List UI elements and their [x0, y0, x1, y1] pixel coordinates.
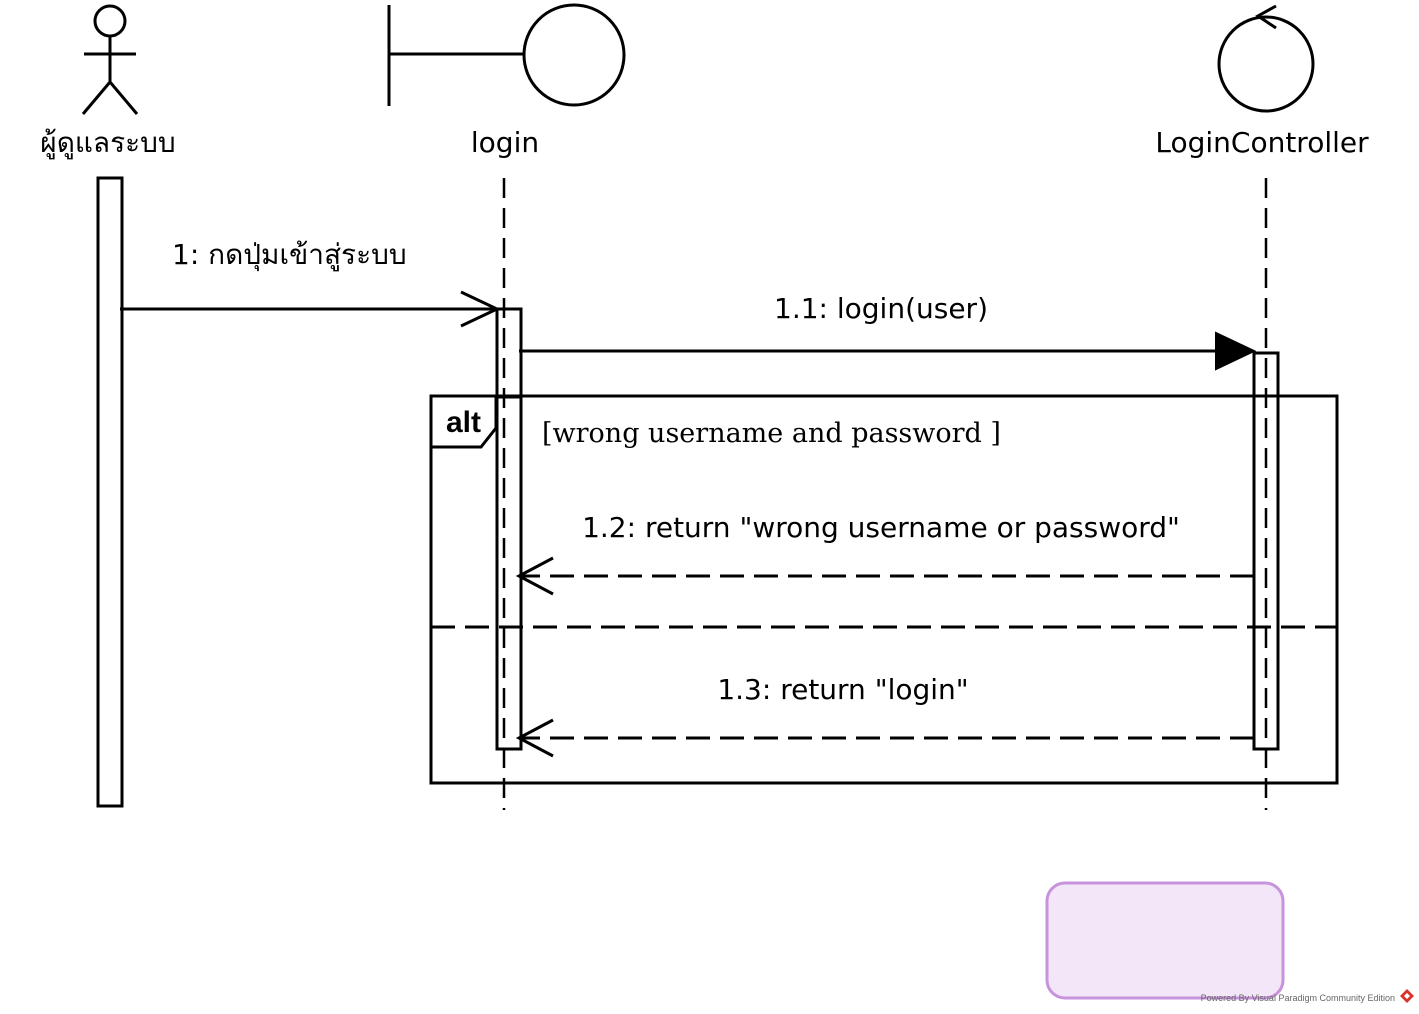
message-1-3-arrow: [515, 718, 1254, 758]
message-1-3-label: 1.3: return "login": [717, 673, 968, 706]
alt-operator-label: alt: [446, 406, 481, 439]
controller-activation: [1252, 351, 1280, 751]
message-1-2-label: 1.2: return "wrong username or password": [582, 511, 1180, 544]
boundary-label: login: [471, 126, 539, 159]
boundary-icon: [387, 3, 626, 107]
actor-label: ผู้ดูแลระบบ: [40, 126, 175, 160]
actor-icon: [81, 4, 139, 115]
alt-fragment: [429, 394, 1339, 785]
visual-paradigm-logo-icon: [1400, 989, 1414, 1003]
message-1-1-label: 1.1: login(user): [774, 292, 988, 325]
control-icon: [1217, 4, 1315, 113]
note-box: [1045, 881, 1285, 1000]
message-1-arrow: [120, 290, 501, 328]
controller-label: LoginController: [1155, 126, 1369, 159]
boundary-activation: [495, 307, 523, 751]
message-1-label: 1: กดปุ่มเข้าสู่ระบบ: [172, 238, 407, 272]
message-1-1-arrow: [519, 331, 1257, 371]
actor-activation: [96, 176, 124, 808]
powered-by-credit: Powered By Visual Paradigm Community Edi…: [1201, 993, 1395, 1003]
alt-guard: [wrong username and password ]: [542, 418, 1001, 449]
message-1-2-arrow: [515, 556, 1254, 596]
